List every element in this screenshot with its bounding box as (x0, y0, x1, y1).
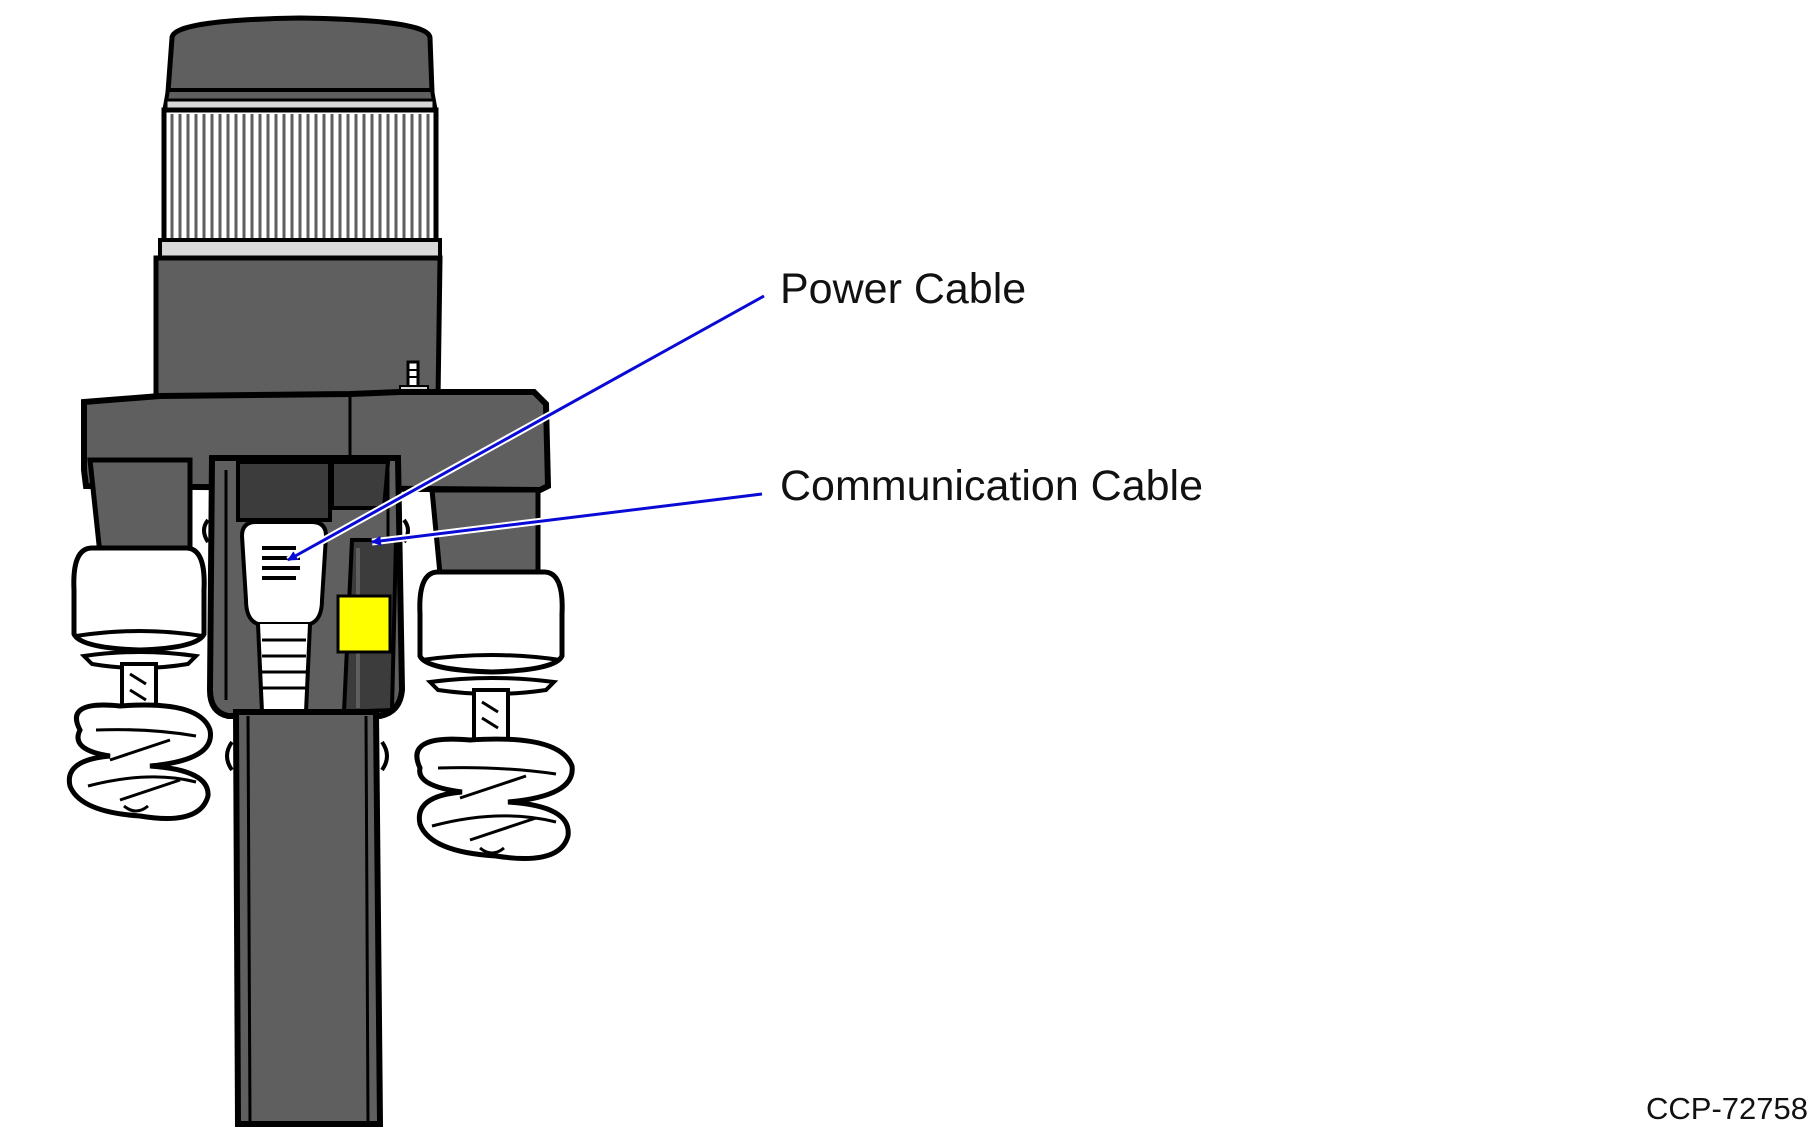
ribbed-ring (158, 107, 442, 262)
power-cable-label: Power Cable (780, 265, 1027, 313)
top-cap (161, 15, 439, 114)
right-bulb (414, 569, 575, 861)
figure-id: CCP-72758 (1646, 1091, 1808, 1126)
cable-label-tag (336, 594, 392, 654)
mounting-pole (225, 709, 389, 1127)
communication-cable (336, 538, 399, 715)
communication-cable-label: Communication Cable (780, 462, 1204, 510)
power-plug (239, 520, 329, 714)
main-body (153, 255, 443, 403)
leader-lines (286, 292, 766, 564)
cross-bar (81, 389, 552, 580)
left-bulb (66, 545, 213, 821)
